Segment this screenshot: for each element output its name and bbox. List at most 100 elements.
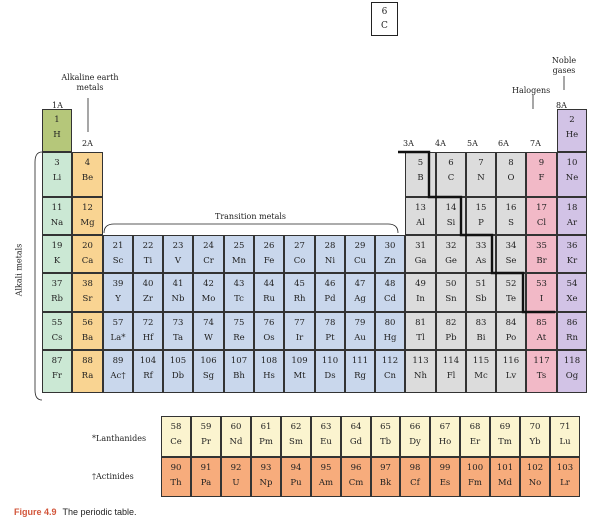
element-symbol: Cl: [536, 218, 547, 228]
element-symbol: Cn: [384, 371, 396, 381]
atomic-number: 56: [82, 318, 93, 328]
element-symbol: Ac†: [110, 371, 126, 381]
element-symbol: Nh: [414, 371, 427, 381]
element-symbol: Ni: [324, 256, 336, 266]
atomic-number: 57: [112, 318, 124, 328]
atomic-number: 33: [475, 241, 487, 251]
element-symbol: Pu: [290, 478, 302, 488]
atomic-number: 116: [502, 356, 520, 366]
element-symbol: Np: [259, 478, 273, 488]
atomic-number: 71: [559, 422, 571, 432]
element-symbol: Ds: [324, 371, 336, 381]
atomic-number: 19: [51, 241, 63, 251]
atomic-number: 32: [445, 241, 457, 251]
atomic-number: 25: [233, 241, 245, 251]
atomic-number: 34: [505, 241, 517, 251]
atomic-number: 53: [536, 279, 547, 289]
element-symbol: As: [475, 256, 487, 266]
atomic-number: 97: [380, 463, 391, 473]
actinides-label: †Actinides: [92, 472, 134, 481]
atomic-number: 45: [294, 279, 305, 289]
element-symbol: C: [447, 173, 455, 183]
element-symbol: Tb: [379, 437, 392, 447]
atomic-number: 20: [82, 241, 93, 251]
atomic-number: 55: [51, 318, 63, 328]
atomic-number: 108: [260, 356, 278, 366]
group-label-5a: 5A: [467, 139, 478, 148]
element-symbol: Cu: [354, 256, 366, 266]
element-symbol: Gd: [349, 437, 363, 447]
transition-metals-bracket: [103, 223, 399, 234]
element-symbol: Ce: [170, 437, 182, 447]
atomic-number: 115: [472, 356, 490, 366]
atomic-number: 26: [263, 241, 275, 251]
atomic-number: 86: [566, 318, 578, 328]
element-symbol: Pr: [201, 437, 211, 447]
element-symbol: Sb: [475, 294, 487, 304]
atomic-number: 102: [526, 463, 544, 473]
atomic-number: 112: [381, 356, 399, 366]
atomic-number: 43: [233, 279, 245, 289]
element-symbol: Y: [115, 294, 121, 304]
element-symbol: Cm: [348, 478, 364, 488]
atomic-number: 64: [350, 422, 362, 432]
element-symbol: Ca: [81, 256, 94, 266]
element-symbol: No: [528, 478, 542, 488]
atomic-number: 66: [409, 422, 421, 432]
lanthanides-label: *Lanthanides: [92, 434, 147, 443]
element-symbol: Fl: [446, 371, 456, 381]
element-symbol: Li: [52, 173, 62, 183]
element-symbol: P: [478, 218, 484, 228]
atomic-number: 58: [170, 422, 182, 432]
element-symbol: Eu: [320, 437, 332, 447]
element-symbol: Rn: [566, 333, 578, 343]
element-symbol: Sc: [112, 256, 124, 266]
element-symbol: Cs: [51, 333, 63, 343]
atomic-number: 118: [563, 356, 581, 366]
atomic-number: 74: [203, 318, 214, 328]
atomic-number: 42: [203, 279, 214, 289]
atomic-number: 11: [51, 203, 63, 213]
atomic-number: 17: [536, 203, 547, 213]
element-symbol: N: [477, 173, 485, 183]
atomic-number: 60: [230, 422, 242, 432]
element-symbol: Hf: [142, 333, 154, 343]
element-symbol: Xe: [566, 294, 578, 304]
atomic-number: 23: [172, 241, 184, 251]
element-symbol: Bi: [476, 333, 486, 343]
group-label-1a: 1A: [52, 101, 63, 110]
element-symbol: At: [536, 333, 547, 343]
noble-gases-label: Noble gases: [551, 56, 577, 75]
atomic-number: 83: [475, 318, 487, 328]
